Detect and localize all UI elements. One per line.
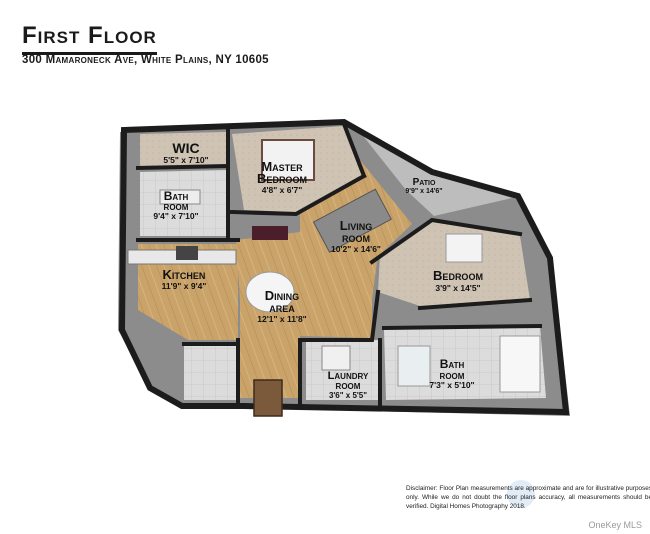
bath1-label-2: room	[164, 199, 189, 213]
laundry-room-label-1: Laundry	[328, 370, 369, 382]
stove	[176, 246, 198, 260]
bedroom-chair	[445, 233, 483, 263]
disclaimer: Disclaimer: Floor Plan measurements are …	[406, 485, 650, 510]
bedroom-dims: 3'9" x 14'5"	[435, 283, 480, 293]
front-door	[253, 379, 283, 417]
wic-floor	[140, 132, 226, 166]
master-bedroom-dims: 4'8" x 6'7"	[262, 185, 302, 195]
page-title: First Floor	[22, 22, 157, 55]
bathtub	[499, 335, 541, 393]
patio-floor	[360, 132, 512, 216]
bedroom-floor	[378, 222, 530, 306]
dining-table	[245, 271, 295, 313]
laundry-room-label-2: room	[336, 380, 361, 392]
room-labels: WIC 5'5" x 7'10" Master Bedroom 4'8" x 6…	[153, 140, 483, 400]
dining-area-label-1: Dining	[265, 288, 299, 303]
bath1-dims: 9'4" x 7'10"	[153, 211, 198, 221]
address: 300 Mamaroneck Ave, White Plains, NY 106…	[22, 54, 269, 66]
bath2-dims: 7'3" x 5'10"	[429, 380, 474, 390]
washer	[321, 345, 351, 371]
kitchen-label: Kitchen	[163, 267, 206, 282]
kitchen-dims: 11'9" x 9'4"	[162, 281, 207, 291]
dining-area-label-2: area	[269, 300, 295, 315]
living-sofa	[312, 188, 392, 253]
laundry-room-dims: 3'6" x 5'5"	[329, 391, 367, 400]
tv-console	[252, 226, 288, 240]
patio-dims: 9'9" x 14'6"	[405, 188, 442, 195]
watermark: OneKey MLS	[588, 520, 642, 530]
living-room-dims: 10'2" x 14'6"	[331, 244, 381, 254]
bath2-label-1: Bath	[440, 357, 465, 371]
living-room-label-2: room	[342, 230, 370, 245]
furniture	[127, 139, 541, 417]
master-bed	[261, 139, 315, 181]
bath1-label-1: Bath	[164, 189, 189, 203]
kitchen-floor	[138, 244, 238, 340]
bath1-vanity	[159, 189, 201, 205]
patio-label: Patio	[413, 177, 436, 188]
dining-area-dims: 12'1" x 11'8"	[257, 314, 306, 324]
bath2-label-2: room	[440, 368, 465, 382]
watermark-circle	[507, 480, 535, 508]
living-room-label-1: Living	[340, 218, 372, 233]
bedroom-label: Bedroom	[433, 268, 483, 283]
master-bedroom-label-1: Master	[261, 159, 303, 174]
wic-label: WIC	[172, 140, 199, 156]
shower	[397, 345, 431, 387]
walls	[118, 118, 570, 416]
master-bedroom-label-2: Bedroom	[257, 171, 307, 186]
entry-floor	[184, 346, 238, 400]
wic-dims: 5'5" x 7'10"	[163, 155, 208, 165]
